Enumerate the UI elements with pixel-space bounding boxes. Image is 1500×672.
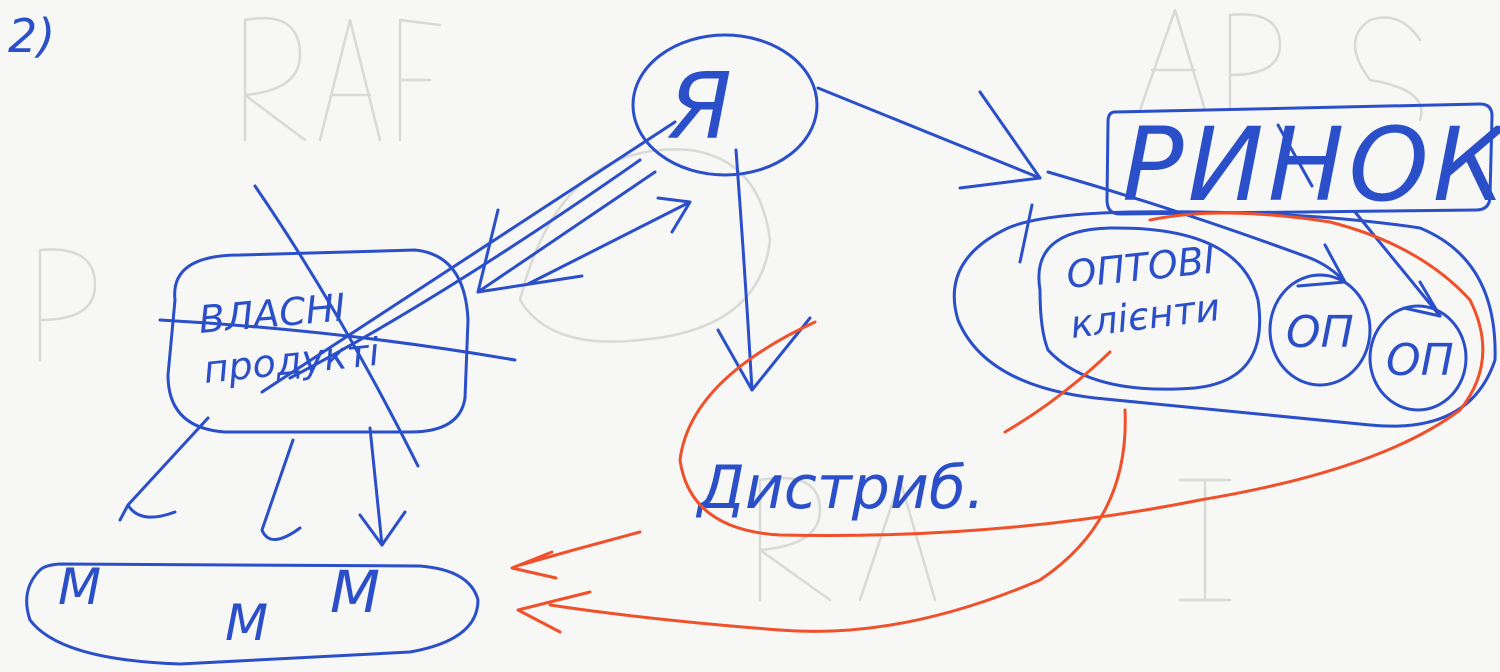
arrow-own-to-self-1 <box>260 120 677 394</box>
arrows-self-own-products <box>260 120 692 394</box>
own-products-crossout <box>253 184 420 468</box>
node-own-products: ВЛАСНІ продукті <box>158 184 517 468</box>
red-arrow-to-managers-upper <box>518 530 642 567</box>
m-2-label: М <box>225 594 268 652</box>
step-number: 2) <box>8 9 55 63</box>
op-1-circle <box>1268 273 1372 387</box>
managers-outline <box>25 562 480 666</box>
market-region-outline <box>952 210 1497 428</box>
market-strike <box>1276 123 1314 188</box>
arrow-self-to-distributor <box>734 148 754 392</box>
self-label: Я <box>667 53 732 160</box>
distributor-label: Дистриб. <box>695 453 985 523</box>
node-self: Я <box>631 33 819 177</box>
self-ellipse <box>631 33 819 177</box>
node-op-1: ОП <box>1268 273 1372 387</box>
market-to-op1-arrow <box>1046 170 1347 284</box>
op-2-label: ОП <box>1386 335 1454 386</box>
arrow-own-to-self-head <box>526 196 692 286</box>
arrow-own-to-m3 <box>368 426 407 547</box>
node-market: РИНОК <box>1105 102 1500 225</box>
market-box <box>1105 102 1494 216</box>
market-label: РИНОК <box>1122 106 1500 225</box>
red-enclosure-loop <box>678 211 1485 538</box>
arrow-own-to-m3-head <box>358 513 384 547</box>
own-products-underline <box>158 318 517 362</box>
red-arrow-to-managers-upper-head <box>510 550 558 580</box>
market-to-wholesale-arrow <box>1018 203 1034 264</box>
arrow-self-to-distributor-head <box>716 316 812 392</box>
market-to-op2-arrow <box>1353 210 1442 318</box>
wholesale-clients-outline <box>1037 226 1262 391</box>
arrow-own-to-m2 <box>260 438 302 541</box>
red-arrow-to-managers-lower-head <box>516 590 592 634</box>
arrow-own-to-m1-head <box>118 503 130 522</box>
op-2-circle <box>1368 304 1468 412</box>
arrow-self-to-market <box>816 86 1042 190</box>
node-op-2: ОП <box>1368 304 1468 412</box>
arrow-own-to-self-2 <box>288 158 642 380</box>
managers-group: М М М <box>25 558 480 666</box>
own-products-outline <box>166 248 470 434</box>
op-1-label: ОП <box>1286 307 1354 358</box>
m-3-label: М <box>330 558 380 626</box>
red-arrow-to-managers-lower <box>548 408 1127 633</box>
arrow-self-to-market-head <box>978 90 1042 180</box>
m-1-label: М <box>58 558 101 616</box>
market-to-op2-head <box>1402 280 1442 318</box>
arrow-own-to-m1 <box>126 416 210 519</box>
red-link-wholesale-distributor <box>1003 350 1112 434</box>
node-wholesale-clients: ОПТОВІ клієнти <box>1037 226 1262 391</box>
